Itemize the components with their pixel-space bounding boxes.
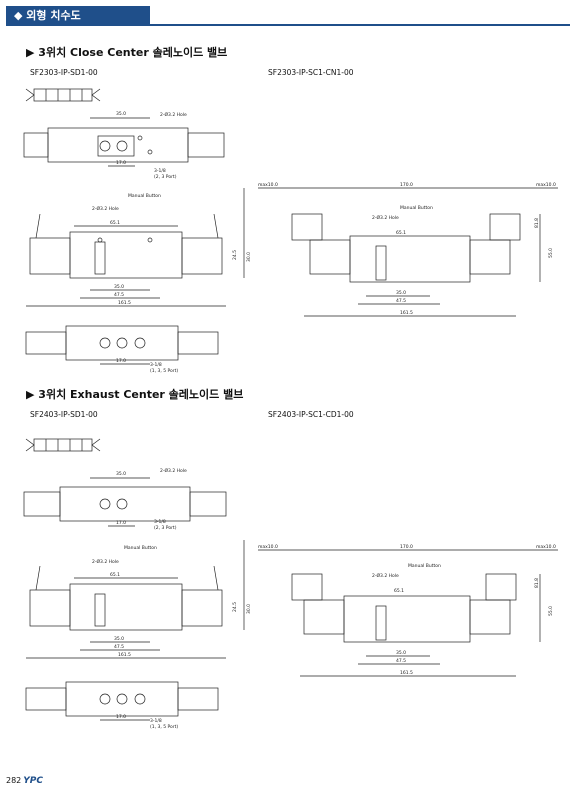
dim-port-note-bottom: (1, 3, 5 Port) xyxy=(150,368,178,374)
pneumatic-symbol-2 xyxy=(25,438,101,452)
dim-17-2: 17.0 xyxy=(116,520,126,526)
dim-max-right-2: max10.0 xyxy=(536,544,556,550)
dim-65-right-2: 65.1 xyxy=(394,588,404,594)
dim-max-right: max10.0 xyxy=(536,182,556,188)
brand-logo: YPC xyxy=(23,776,43,786)
dim-475-right-2: 47.5 xyxy=(396,658,406,664)
dim-65-2: 65.1 xyxy=(110,572,120,578)
dim-manual-right-2: Manual Button xyxy=(408,563,441,569)
model-code-close-right: SF2303-IP-SC1-CN1-00 xyxy=(268,68,354,77)
bottom-view-drawing xyxy=(25,325,219,365)
dim-port-2: 3-1/8 xyxy=(154,519,166,525)
dim-max-left: max10.0 xyxy=(258,182,278,188)
dim-1615-right: 161.5 xyxy=(400,310,413,316)
dim-17-bottom: 17.0 xyxy=(116,358,126,364)
dim-475-right: 47.5 xyxy=(396,298,406,304)
dim-hole-2: 2-Ø3.2 Hole xyxy=(160,467,187,474)
dim-475-2: 47.5 xyxy=(114,644,124,650)
dim-30-2: 30.0 xyxy=(246,604,252,614)
dim-port-bottom: 3-1/8 xyxy=(150,362,162,368)
pneumatic-symbol xyxy=(25,88,101,102)
header-rule xyxy=(150,24,570,26)
subplate-view-drawing xyxy=(258,187,558,317)
top-view-drawing xyxy=(23,117,225,167)
top-view-drawing-2 xyxy=(23,477,227,527)
dim-port-note-2: (2, 3 Port) xyxy=(154,525,177,531)
model-code-close-left: SF2303-IP-SD1-00 xyxy=(30,68,98,77)
bottom-view-drawing-2 xyxy=(25,681,219,721)
dim-475: 47.5 xyxy=(114,292,124,298)
front-view-drawing xyxy=(26,188,245,307)
dim-35-2: 35.0 xyxy=(116,471,126,477)
dim-port: 3-1/8 xyxy=(154,168,166,174)
model-code-exhaust-right: SF2403-IP-SC1-CD1-00 xyxy=(268,410,354,419)
dim-35-front-2: 35.0 xyxy=(114,636,124,642)
page-number: 282 xyxy=(6,776,22,785)
dim-manual-right: Manual Button xyxy=(400,205,433,211)
model-code-exhaust-left: SF2403-IP-SD1-00 xyxy=(30,410,98,419)
dim-245: 24.5 xyxy=(232,250,238,260)
dim-245-2: 24.5 xyxy=(232,602,238,612)
dim-55-2: 55.0 xyxy=(548,606,554,616)
dim-35-right: 35.0 xyxy=(396,290,406,296)
dim-55: 55.0 xyxy=(548,248,554,258)
dim-818: 81.8 xyxy=(534,218,540,228)
dim-port-note: (2, 3 Port) xyxy=(154,174,177,180)
dim-1615-2: 161.5 xyxy=(118,652,131,658)
dim-30: 30.0 xyxy=(246,252,252,262)
dim-1615: 161.5 xyxy=(118,300,131,306)
dim-65: 65.1 xyxy=(110,220,120,226)
dim-port-bottom-2: 3-1/8 xyxy=(150,718,162,724)
dim-max-left-2: max10.0 xyxy=(258,544,278,550)
dim-port-note-bottom-2: (1, 3, 5 Port) xyxy=(150,724,178,730)
dim-hole-front: 2-Ø3.2 Hole xyxy=(92,205,119,212)
section-header: ◆ 외형 치수도 xyxy=(6,6,150,26)
front-view-drawing-2 xyxy=(26,540,245,659)
dim-170-2: 170.0 xyxy=(400,544,413,550)
dim-hole-right: 2-Ø3.2 Hole xyxy=(372,214,399,221)
dim-17-bottom-2: 17.0 xyxy=(116,714,126,720)
dim-818-2: 81.8 xyxy=(534,578,540,588)
section-title-close-center: ▶ 3위치 Close Center 솔레노이드 밸브 xyxy=(26,46,228,59)
section-title-exhaust-center: ▶ 3위치 Exhaust Center 솔레노이드 밸브 xyxy=(26,388,244,401)
dim-hole: 2-Ø3.2 Hole xyxy=(160,111,187,118)
dim-170: 170.0 xyxy=(400,182,413,188)
dim-17: 17.0 xyxy=(116,160,126,166)
dim-hole-front-2: 2-Ø3.2 Hole xyxy=(92,558,119,565)
dim-manual-2: Manual Button xyxy=(124,545,157,551)
dim-65-right: 65.1 xyxy=(396,230,406,236)
subplate-view-drawing-2 xyxy=(258,549,558,677)
dim-35-right-2: 35.0 xyxy=(396,650,406,656)
dim-hole-right-2: 2-Ø3.2 Hole xyxy=(372,572,399,579)
dim-manual: Manual Button xyxy=(128,193,161,199)
dim-35-front: 35.0 xyxy=(114,284,124,290)
dim-35: 35.0 xyxy=(116,111,126,117)
dim-1615-right-2: 161.5 xyxy=(400,670,413,676)
